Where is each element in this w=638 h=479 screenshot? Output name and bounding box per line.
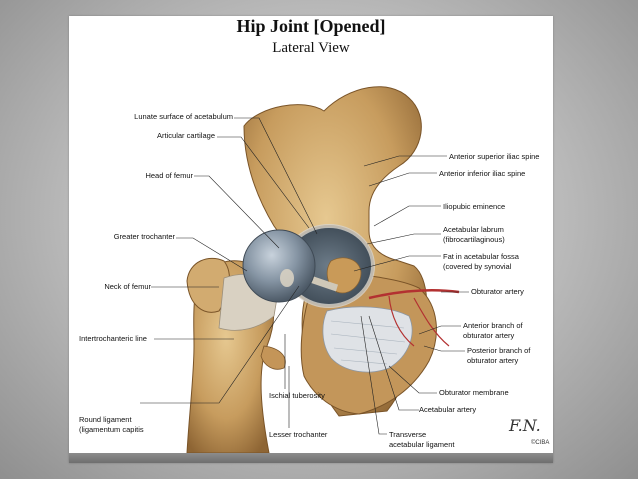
label-lesser-trochanter: Lesser trochanter	[269, 430, 328, 439]
label-fat-in-fossa: Fat in acetabular fossa	[443, 252, 519, 261]
label-posterior-branch-sub: obturator artery	[467, 356, 519, 365]
lesser-trochanter	[260, 345, 286, 370]
label-iliopubic-eminence: Iliopubic eminence	[443, 202, 506, 211]
label-greater-trochanter: Greater trochanter	[113, 232, 175, 241]
diagram-title: Hip Joint [Opened]	[236, 16, 386, 36]
copyright-mark: ©CIBA	[531, 440, 550, 446]
label-head-of-femur: Head of femur	[145, 171, 193, 180]
label-anterior-superior-iliac-spine: Anterior superior iliac spine	[449, 152, 540, 161]
label-intertrochanteric-line: Intertrochanteric line	[79, 334, 147, 343]
label-acetabular-labrum-sub: (fibrocartilaginous)	[443, 235, 505, 244]
hip-joint-illustration	[140, 86, 469, 454]
artist-signature: F.N.	[509, 416, 541, 435]
label-ischial-tuberosity: Ischial tuberosity	[269, 391, 325, 400]
label-transverse: Transverse	[389, 430, 427, 439]
label-acetabular-artery: Acetabular artery	[419, 405, 477, 414]
slide: Hip Joint [Opened] Lateral View	[69, 16, 553, 463]
label-round-ligament-sub: (ligamentum capitis	[79, 425, 144, 434]
label-fat-in-fossa-sub: (covered by synovial	[443, 262, 512, 271]
label-lunate-surface: Lunate surface of acetabulum	[134, 112, 233, 121]
bottom-strip	[69, 453, 553, 463]
label-obturator-artery: Obturator artery	[471, 287, 524, 296]
obturator-membrane	[322, 306, 413, 373]
obturator-artery	[368, 288, 460, 300]
leader-lines	[140, 117, 469, 435]
label-transverse-sub: acetabular ligament	[389, 440, 455, 449]
label-anterior-inferior-iliac-spine: Anterior inferior iliac spine	[439, 169, 526, 178]
label-acetabular-labrum: Acetabular labrum	[443, 225, 504, 234]
label-neck-of-femur: Neck of femur	[104, 282, 151, 291]
label-obturator-membrane: Obturator membrane	[439, 388, 509, 397]
label-articular-cartilage: Articular cartilage	[157, 131, 215, 140]
label-anterior-branch: Anterior branch of	[463, 321, 523, 330]
label-round-ligament: Round ligament	[79, 415, 132, 424]
label-posterior-branch: Posterior branch of	[467, 346, 531, 355]
diagram-subtitle: Lateral View	[272, 40, 350, 56]
label-anterior-branch-sub: obturator artery	[463, 331, 515, 340]
femur-head	[242, 229, 316, 303]
